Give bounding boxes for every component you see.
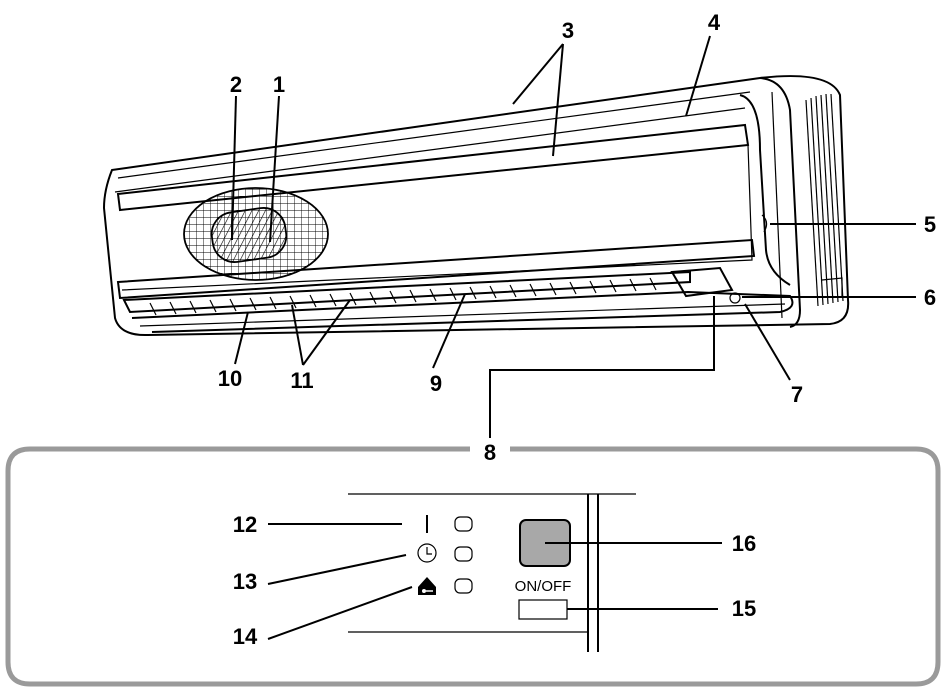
callout-16: 16	[732, 531, 756, 556]
callout-2: 2	[230, 72, 242, 97]
leader-lines	[231, 35, 916, 438]
unit-outline	[102, 75, 850, 337]
on-off-label: ON/OFF	[515, 578, 572, 595]
callout-12: 12	[233, 512, 257, 537]
callout-5: 5	[924, 212, 936, 237]
timer-lamp	[454, 546, 473, 562]
callout-13: 13	[233, 569, 257, 594]
display-detail: ON/OFF	[267, 493, 722, 652]
callout-1: 1	[273, 72, 285, 97]
callout-3: 3	[562, 18, 574, 43]
callout-6: 6	[924, 285, 936, 310]
display-detail-frame	[5, 446, 941, 687]
operation-lamp	[454, 516, 473, 532]
callout-15: 15	[732, 596, 756, 621]
display-panel	[670, 266, 734, 298]
callout-11: 11	[290, 368, 313, 393]
lock-lamp	[454, 578, 473, 594]
callout-9: 9	[430, 371, 442, 396]
house-key-icon	[418, 577, 436, 595]
callout-7: 7	[791, 382, 803, 407]
callout-10: 10	[218, 366, 242, 391]
indoor-unit	[102, 75, 850, 337]
side-vent	[805, 93, 844, 307]
callout-14: 14	[233, 624, 258, 649]
clock-icon	[417, 543, 437, 563]
callout-4: 4	[708, 10, 721, 35]
air-purifying-filter	[210, 207, 288, 263]
on-off-button[interactable]	[518, 599, 568, 620]
callout-8: 8	[484, 440, 496, 465]
vertical-louvers	[149, 277, 657, 316]
